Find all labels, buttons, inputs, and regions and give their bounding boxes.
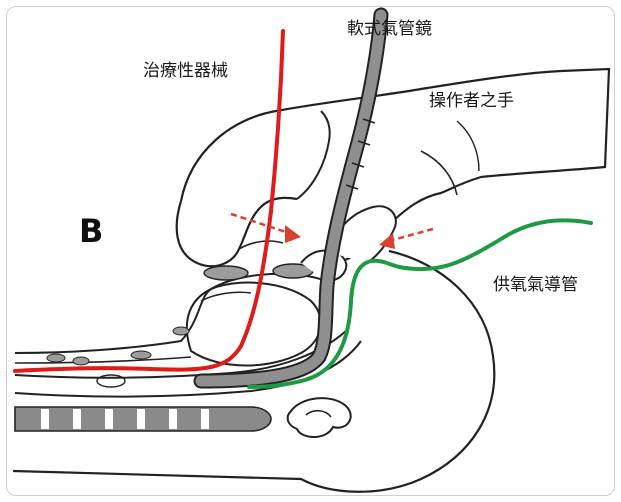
figure-frame: B 治療性器械 軟式氣管鏡 操作者之手 供氧氣導管 [6, 6, 615, 496]
label-instrument: 治療性器械 [143, 63, 228, 80]
patient-head-outline [13, 251, 494, 492]
label-oxygen-tube: 供氧氣導管 [493, 277, 578, 294]
airway-diagram [7, 7, 614, 495]
label-bronchoscope: 軟式氣管鏡 [347, 21, 432, 38]
panel-letter: B [79, 215, 103, 247]
label-operator-hand: 操作者之手 [429, 93, 514, 110]
airway-upper-wall [15, 274, 331, 353]
tongue-outline [187, 283, 321, 366]
ear-outline [288, 398, 351, 437]
